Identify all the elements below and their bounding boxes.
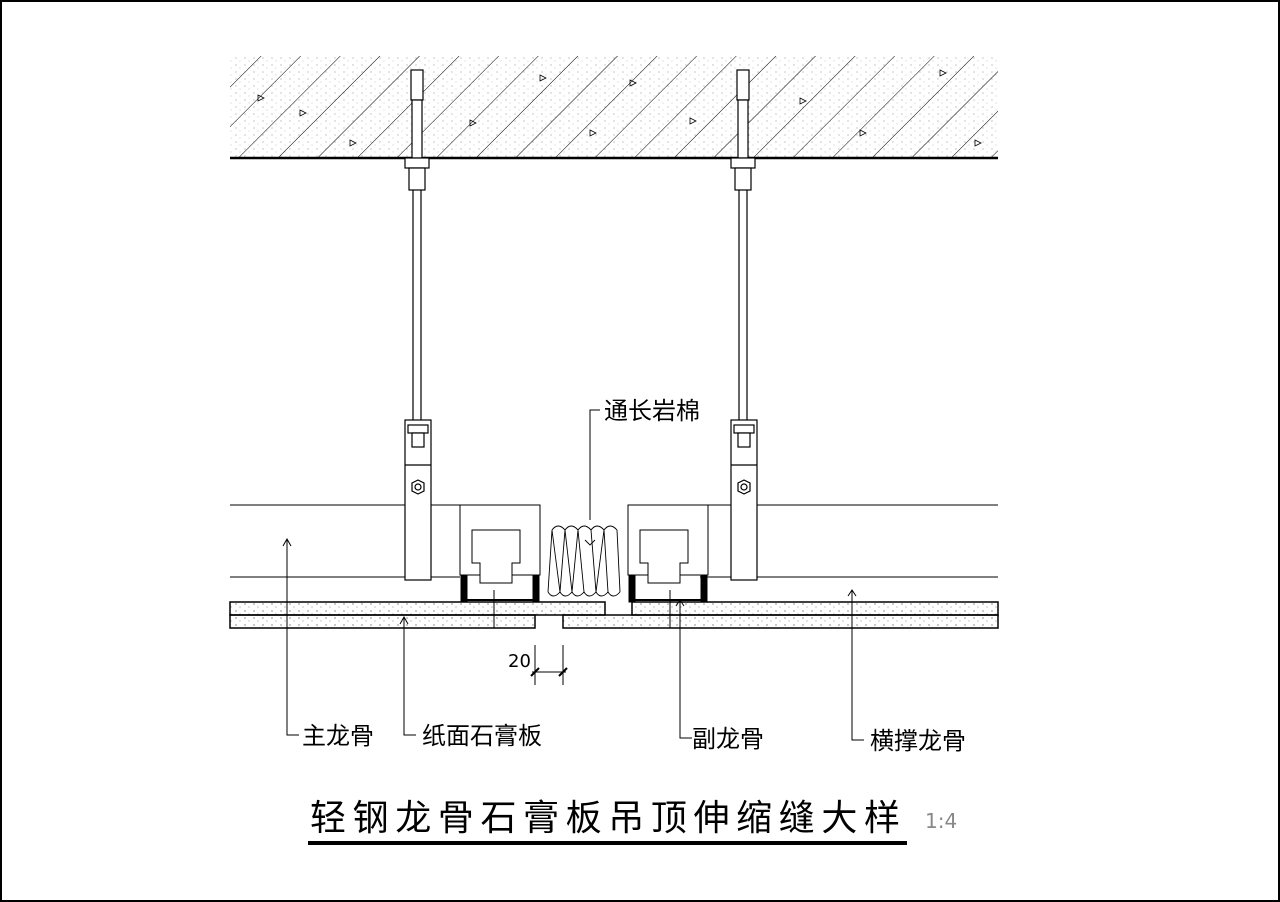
label-gypsum-board: 纸面石膏板: [422, 722, 542, 750]
secondary-keel-right: [627, 504, 709, 603]
rock-wool: [547, 525, 621, 597]
hanger-right: [730, 69, 758, 581]
concrete-slab: [230, 56, 998, 160]
label-secondary-keel: 副龙骨: [692, 725, 764, 753]
leader-lines: [282, 409, 864, 741]
label-cross-keel: 横撑龙骨: [870, 727, 966, 755]
drawing-title: 轻钢龙骨石膏板吊顶伸缩缝大样: [310, 798, 900, 839]
dimension-label: 20: [508, 651, 531, 672]
label-rock-wool: 通长岩棉: [604, 397, 700, 425]
main-keel: [230, 504, 998, 578]
dimension-20: [530, 645, 568, 685]
label-main-keel: 主龙骨: [302, 722, 374, 750]
secondary-keel-left: [459, 504, 541, 603]
drawing-scale: 1:4: [925, 809, 957, 833]
hanger-left: [404, 69, 432, 581]
gypsum-board: [229, 601, 999, 629]
